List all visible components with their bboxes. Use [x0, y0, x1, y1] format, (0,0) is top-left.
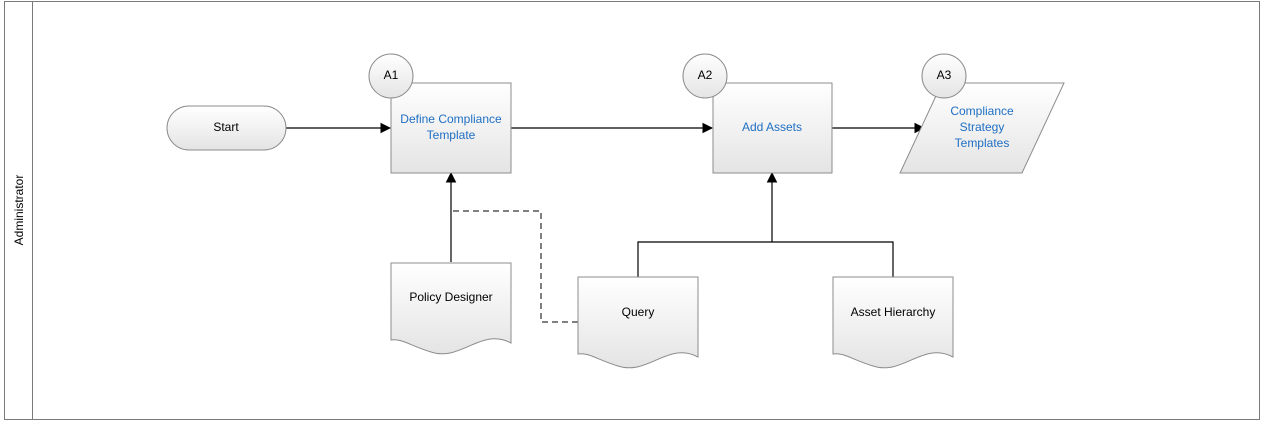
badge-a1: A1 — [368, 53, 414, 99]
step-add-assets[interactable]: Add Assets — [712, 82, 833, 174]
document-asset-hierarchy[interactable]: Asset Hierarchy — [832, 276, 954, 369]
document-query[interactable]: Query — [577, 276, 699, 369]
document-query-label: Query — [622, 305, 655, 319]
step-a3-line-2: Strategy — [960, 120, 1005, 134]
swimlane-label: Administrator — [12, 175, 26, 246]
document-policy-designer[interactable]: Policy Designer — [390, 262, 512, 355]
start-label: Start — [213, 120, 239, 134]
badge-a3: A3 — [921, 53, 967, 99]
badge-a2-label: A2 — [698, 68, 713, 82]
step-a3-line-3: Templates — [955, 136, 1010, 150]
connector-query-to-hierarchy — [637, 241, 894, 277]
step-a1-line-1: Define Compliance — [400, 112, 502, 126]
document-policy-designer-label: Policy Designer — [409, 290, 492, 304]
step-a1-line-2: Template — [427, 128, 476, 142]
badge-a3-label: A3 — [937, 68, 952, 82]
step-a2-line-1: Add Assets — [742, 120, 802, 134]
step-compliance-strategy-templates[interactable]: Compliance Strategy Templates — [899, 82, 1065, 174]
step-define-compliance-template[interactable]: Define Compliance Template — [390, 82, 512, 174]
badge-a2: A2 — [682, 53, 728, 99]
connector-query-to-a1-dashed — [451, 210, 578, 323]
document-asset-hierarchy-label: Asset Hierarchy — [851, 305, 936, 319]
step-a3-line-1: Compliance — [950, 104, 1014, 118]
start-node[interactable]: Start — [166, 105, 287, 151]
badge-a1-label: A1 — [384, 68, 399, 82]
